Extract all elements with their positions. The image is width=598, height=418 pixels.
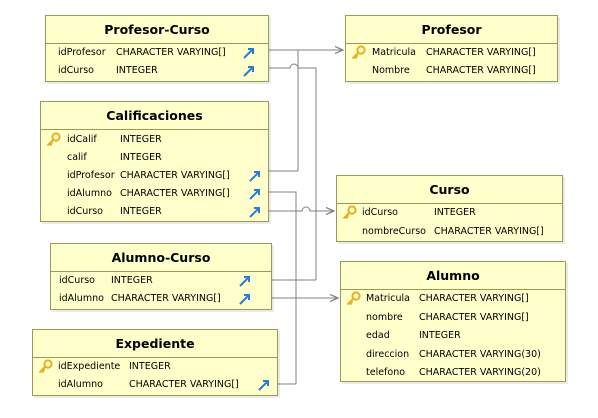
table-title: Alumno <box>341 262 565 290</box>
field-name: idCurso <box>59 275 95 286</box>
field-type: INTEGER <box>434 207 476 218</box>
field-name: nombreCurso <box>362 226 426 237</box>
field-name: edad <box>366 330 390 341</box>
connector-to-profesor <box>269 50 343 171</box>
table-title: Curso <box>337 176 562 204</box>
table-title: Profesor <box>346 16 557 44</box>
field-name: idProfesor <box>67 170 115 181</box>
field-row[interactable]: nombreCurso CHARACTER VARYING[] <box>337 223 562 241</box>
field-type: CHARACTER VARYING[] <box>426 65 536 76</box>
foreign-key-arrow-icon <box>242 64 256 78</box>
foreign-key-arrow-icon <box>248 169 262 183</box>
field-row[interactable]: idProfesor CHARACTER VARYING[] <box>46 44 268 62</box>
table-curso[interactable]: Curso idCurso INTEGER nombreCurso CHARAC… <box>336 175 563 242</box>
field-type: INTEGER <box>120 206 162 217</box>
table-title: Calificaciones <box>41 102 268 130</box>
field-row[interactable]: idCalif INTEGER <box>41 131 268 149</box>
field-name: idCalif <box>67 134 97 145</box>
table-title: Expediente <box>33 330 277 358</box>
table-title: Profesor-Curso <box>46 16 268 44</box>
field-type: INTEGER <box>116 65 158 76</box>
field-name: Matricula <box>366 293 410 304</box>
field-type: CHARACTER VARYING[] <box>129 379 239 390</box>
field-name: idAlumno <box>58 379 103 390</box>
field-name: nombre <box>366 312 403 323</box>
field-name: idProfesor <box>58 47 106 58</box>
connector-to-curso <box>269 63 334 280</box>
field-row[interactable]: idCurso INTEGER <box>51 272 271 290</box>
field-row[interactable]: direccion CHARACTER VARYING(30) <box>341 346 565 364</box>
field-type: CHARACTER VARYING[] <box>120 188 230 199</box>
field-name: Matricula <box>372 47 416 58</box>
foreign-key-arrow-icon <box>257 378 271 392</box>
field-name: telefono <box>366 367 406 378</box>
field-row[interactable]: idExpediente INTEGER <box>33 358 277 376</box>
field-row[interactable]: Nombre CHARACTER VARYING[] <box>346 62 557 80</box>
foreign-key-arrow-icon <box>238 292 252 306</box>
field-row[interactable]: Matricula CHARACTER VARYING[] <box>346 44 557 62</box>
field-type: INTEGER <box>120 134 162 145</box>
field-type: INTEGER <box>129 361 171 372</box>
field-row[interactable]: nombre CHARACTER VARYING[] <box>341 309 565 327</box>
foreign-key-arrow-icon <box>238 274 252 288</box>
field-type: INTEGER <box>120 152 162 163</box>
field-name: idAlumno <box>67 188 112 199</box>
field-name: calif <box>67 152 87 163</box>
field-type: CHARACTER VARYING[] <box>419 312 529 323</box>
foreign-key-arrow-icon <box>248 205 262 219</box>
connector-to-alumno <box>269 191 338 384</box>
field-name: Nombre <box>372 65 410 76</box>
field-row[interactable]: idProfesor CHARACTER VARYING[] <box>41 167 268 185</box>
field-type: INTEGER <box>111 275 153 286</box>
table-profesor-curso[interactable]: Profesor-Curso idProfesor CHARACTER VARY… <box>45 15 269 82</box>
field-name: idCurso <box>67 206 103 217</box>
table-calificaciones[interactable]: Calificaciones idCalif INTEGER calif INT… <box>40 101 269 222</box>
field-row[interactable]: idAlumno CHARACTER VARYING[] <box>51 290 271 308</box>
field-row[interactable]: telefono CHARACTER VARYING(20) <box>341 364 565 382</box>
field-row[interactable]: idAlumno CHARACTER VARYING[] <box>41 185 268 203</box>
key-icon <box>350 45 366 61</box>
field-type: CHARACTER VARYING[] <box>111 293 221 304</box>
table-alumno-curso[interactable]: Alumno-Curso idCurso INTEGER idAlumno CH… <box>50 243 272 310</box>
field-type: CHARACTER VARYING[] <box>426 47 536 58</box>
foreign-key-arrow-icon <box>242 46 256 60</box>
table-expediente[interactable]: Expediente idExpediente INTEGER idAlumno… <box>32 329 278 396</box>
table-alumno[interactable]: Alumno Matricula CHARACTER VARYING[] nom… <box>340 261 566 382</box>
field-row[interactable]: edad INTEGER <box>341 327 565 345</box>
table-profesor[interactable]: Profesor Matricula CHARACTER VARYING[] N… <box>345 15 558 82</box>
key-icon <box>45 132 61 148</box>
field-type: CHARACTER VARYING[] <box>434 226 544 237</box>
field-type: CHARACTER VARYING[] <box>419 293 529 304</box>
table-title: Alumno-Curso <box>51 244 271 272</box>
field-row[interactable]: calif INTEGER <box>41 149 268 167</box>
field-row[interactable]: idCurso INTEGER <box>41 203 268 221</box>
field-name: idCurso <box>58 65 94 76</box>
field-name: idExpediente <box>58 361 121 372</box>
field-type: CHARACTER VARYING[] <box>120 170 230 181</box>
field-type: INTEGER <box>419 330 461 341</box>
field-type: CHARACTER VARYING(30) <box>419 349 541 360</box>
key-icon <box>37 359 53 375</box>
field-name: idAlumno <box>59 293 104 304</box>
key-icon <box>345 291 361 307</box>
foreign-key-arrow-icon <box>248 187 262 201</box>
field-name: direccion <box>366 349 410 360</box>
field-row[interactable]: idAlumno CHARACTER VARYING[] <box>33 376 277 394</box>
field-type: CHARACTER VARYING(20) <box>419 367 541 378</box>
field-name: idCurso <box>362 207 398 218</box>
field-row[interactable]: Matricula CHARACTER VARYING[] <box>341 290 565 308</box>
field-row[interactable]: idCurso INTEGER <box>46 62 268 80</box>
key-icon <box>341 205 357 221</box>
field-type: CHARACTER VARYING[] <box>116 47 226 58</box>
field-row[interactable]: idCurso INTEGER <box>337 204 562 222</box>
